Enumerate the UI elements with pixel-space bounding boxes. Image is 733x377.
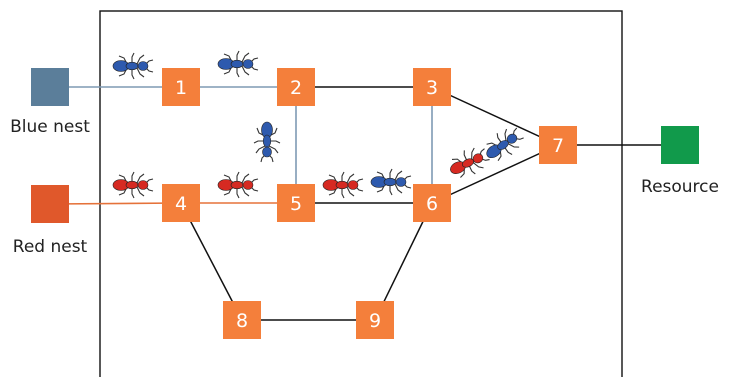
- blue-ant-2: [217, 50, 259, 78]
- node-6: 6: [413, 184, 451, 222]
- node-9-box: [356, 301, 394, 339]
- node-9-label: 9: [369, 310, 381, 332]
- arena-frame: [99, 10, 623, 377]
- blue-ant-3: [253, 121, 281, 163]
- node-2-label: 2: [290, 77, 302, 99]
- node-4-label: 4: [175, 193, 187, 215]
- node-2-box: [277, 68, 315, 106]
- edge-3-7: [431, 86, 559, 146]
- edge-red_nest-4: [49, 202, 182, 205]
- edges-layer: [49, 86, 680, 321]
- node-3-box: [413, 68, 451, 106]
- blue-ant-1: [112, 52, 154, 80]
- nodes-layer: 1 2 3 4 5 6 7 8 9: [162, 68, 577, 339]
- blue-ant-4: [370, 168, 412, 196]
- red-ant-1: [112, 171, 154, 199]
- edge-4-8: [180, 202, 243, 321]
- node-3-label: 3: [426, 77, 438, 99]
- red-ant-4: [450, 147, 490, 178]
- node-6-label: 6: [426, 193, 438, 215]
- resource-square: [661, 126, 699, 164]
- node-8-label: 8: [236, 310, 248, 332]
- node-5-box: [277, 184, 315, 222]
- node-1-box: [162, 68, 200, 106]
- node-7-box: [539, 126, 577, 164]
- edge-9-6: [374, 202, 433, 321]
- red-nest-square: [31, 185, 69, 223]
- node-9: 9: [356, 301, 394, 339]
- node-7-label: 7: [552, 135, 564, 157]
- node-2: 2: [277, 68, 315, 106]
- resource-label: Resource: [641, 177, 719, 197]
- node-5-label: 5: [290, 193, 302, 215]
- blue-ant-5: [486, 127, 524, 161]
- node-8-box: [223, 301, 261, 339]
- ants-layer: [112, 50, 524, 199]
- red-ant-3: [322, 171, 364, 199]
- node-1-label: 1: [175, 77, 187, 99]
- node-5: 5: [277, 184, 315, 222]
- node-6-box: [413, 184, 451, 222]
- blue-nest-label: Blue nest: [10, 117, 90, 137]
- blue-nest-square: [31, 68, 69, 106]
- red-nest-label: Red nest: [13, 237, 88, 257]
- red-ant-2: [217, 171, 259, 199]
- node-4-box: [162, 184, 200, 222]
- node-1: 1: [162, 68, 200, 106]
- node-4: 4: [162, 184, 200, 222]
- node-7: 7: [539, 126, 577, 164]
- node-8: 8: [223, 301, 261, 339]
- node-3: 3: [413, 68, 451, 106]
- edge-6-7: [431, 144, 559, 204]
